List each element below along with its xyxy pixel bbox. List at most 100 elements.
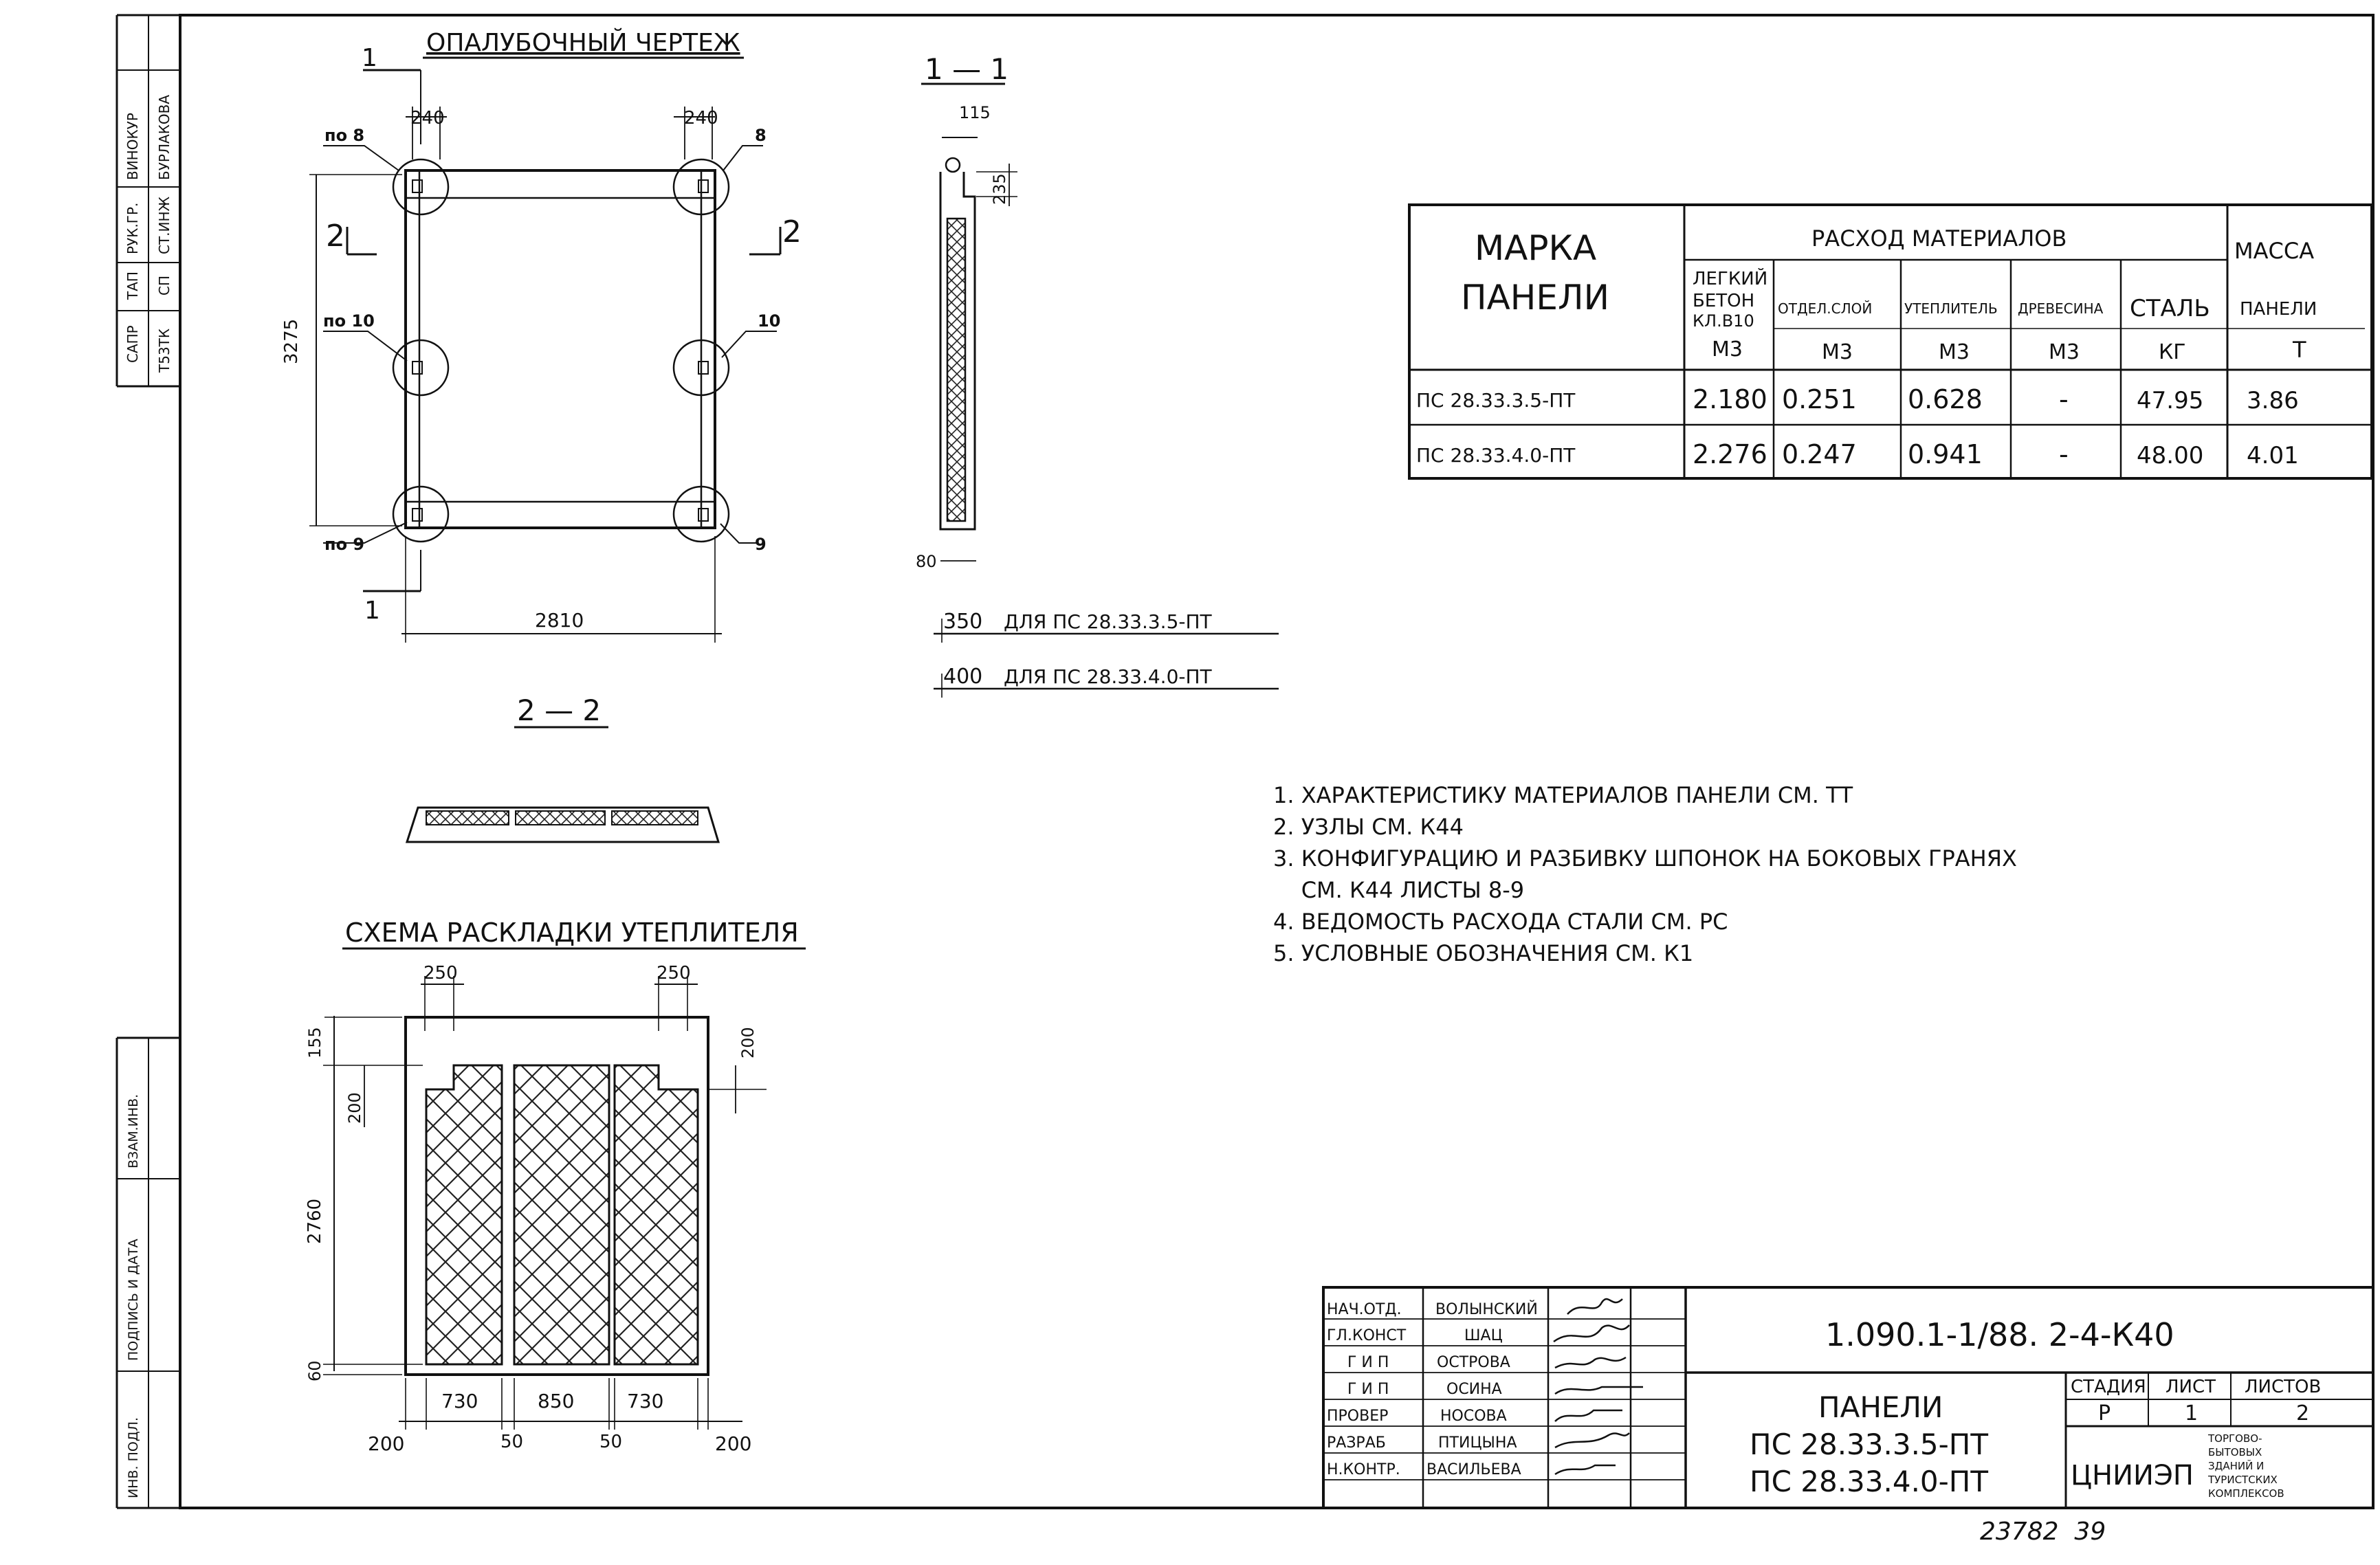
org-sub: ТОРГОВО-: [2207, 1432, 2262, 1445]
table-col-unit: М3: [2049, 340, 2080, 364]
doc-code: 1.090.1-1/88. 2-4-К40: [1825, 1316, 2174, 1353]
org-sub: КОМПЛЕКСОВ: [2208, 1487, 2284, 1500]
table-col-mass: ПАНЕЛИ: [2240, 299, 2317, 320]
sheet-value: 1: [2185, 1401, 2198, 1425]
table-col-name: БЕТОН: [1693, 291, 1754, 311]
strip-label: ТАП: [124, 271, 141, 300]
insulation-scheme: СХЕМА РАСКЛАДКИ УТЕПЛИТЕЛЯ: [323, 918, 806, 1430]
strip-label: ИНВ. ПОДЛ.: [126, 1417, 141, 1498]
staff-list: НАЧ.ОТД. ВОЛЫНСКИЙ ГЛ.КОНСТ ШАЦ Г И П ОС…: [1327, 1300, 1538, 1478]
materials-table: МАРКА ПАНЕЛИ РАСХОД МАТЕРИАЛОВ МАССА ПАН…: [1408, 203, 2373, 480]
doc-title: ПС 28.33.3.5-ПТ: [1750, 1428, 1988, 1461]
sheet-frame: [115, 14, 2375, 1509]
dim-60: 60: [305, 1360, 324, 1381]
table-cell-brand: ПС 28.33.4.0-ПТ: [1416, 444, 1576, 467]
staff-role: Н.КОНТР.: [1327, 1461, 1400, 1478]
section-22-title: 2 — 2: [517, 693, 601, 727]
formwork-drawing: ОПАЛУБОЧНЫЙ ЧЕРТЕЖ: [309, 28, 782, 643]
table-col-brand: МАРКА: [1475, 228, 1596, 268]
signature-mark: [1553, 1324, 1630, 1343]
table-cell: 0.247: [1782, 439, 1857, 469]
table-cell-brand: ПС 28.33.3.5-ПТ: [1416, 389, 1576, 412]
table-col-name: ОТДЕЛ.СЛОЙ: [1778, 300, 1872, 317]
left-strip-top: САПР Т53ТК ТАП СП РУК.ГР. СТ.ИНЖ ВИНОКУР…: [124, 95, 173, 373]
dim-350: 350: [943, 610, 982, 634]
dim-50-right: 50: [599, 1432, 622, 1452]
dim-730-right: 730: [627, 1390, 663, 1412]
callout-po10: по 10: [323, 311, 375, 331]
dim-200-right: 200: [738, 1027, 758, 1058]
staff-name: ПТИЦЫНА: [1438, 1434, 1517, 1452]
note-item: 2. УЗЛЫ СМ. К44: [1273, 814, 1464, 840]
dim-240-left: 240: [410, 108, 445, 129]
callout-10: 10: [758, 311, 780, 331]
staff-name: ШАЦ: [1464, 1327, 1503, 1344]
signature-mark: [1554, 1386, 1643, 1395]
strip-label: СТ.ИНЖ: [156, 196, 173, 254]
left-strip-bottom: ВЗАМ.ИНВ. ПОДПИСЬ И ДАТА ИНВ. ПОДЛ.: [126, 1094, 141, 1498]
dim-200-left: 200: [345, 1092, 364, 1124]
table-cell: -: [2059, 384, 2069, 414]
signature-mark: [1554, 1432, 1630, 1449]
section-2-right: 2: [782, 214, 802, 249]
insulation-labels: 250 250 155 200 200 2760 60 730 850 730 …: [305, 963, 758, 1455]
dim-250-right: 250: [657, 963, 691, 984]
table-cell: 2.180: [1693, 384, 1767, 414]
staff-role: ГЛ.КОНСТ: [1327, 1327, 1407, 1344]
callout-8: 8: [755, 126, 767, 145]
insulation-title: СХЕМА РАСКЛАДКИ УТЕПЛИТЕЛЯ: [345, 918, 799, 948]
staff-name: НОСОВА: [1440, 1408, 1507, 1425]
staff-role: ПРОВЕР: [1327, 1408, 1388, 1425]
table-cell: 0.941: [1908, 439, 1983, 469]
section-1-bottom: 1: [364, 597, 380, 625]
sheet-label: ЛИСТ: [2166, 1377, 2216, 1397]
doc-title: ПАНЕЛИ: [1818, 1390, 1943, 1424]
notes: 1. ХАРАКТЕРИСТИКУ МАТЕРИАЛОВ ПАНЕЛИ СМ. …: [1273, 782, 2017, 966]
callout-9: 9: [755, 535, 767, 554]
note-item: 5. УСЛОВНЫЕ ОБОЗНАЧЕНИЯ СМ. К1: [1273, 940, 1693, 966]
dim-400: 400: [943, 665, 982, 689]
formwork-title: ОПАЛУБОЧНЫЙ ЧЕРТЕЖ: [426, 28, 740, 57]
dim-115: 115: [959, 103, 991, 122]
note-item: СМ. К44 ЛИСТЫ 8-9: [1273, 877, 1524, 903]
table-cell: 48.00: [2137, 442, 2203, 469]
table-col-mass: Т: [2292, 337, 2306, 363]
dim-240-right: 240: [684, 108, 718, 129]
dim-850: 850: [538, 1390, 574, 1412]
formwork-labels: 240 240 3275 2810 по 8 8 по 10 10 по 9 9…: [281, 44, 802, 632]
note-item: 3. КОНФИГУРАЦИЮ И РАЗБИВКУ ШПОНОК НА БОК…: [1273, 845, 2017, 872]
table-col-name: КЛ.В10: [1693, 311, 1754, 331]
table-row: ПС 28.33.3.5-ПТ 2.180 0.251 0.628 - 47.9…: [1416, 384, 2299, 414]
doc-title: ПС 28.33.4.0-ПТ: [1750, 1465, 1988, 1498]
staff-name: ВОЛЫНСКИЙ: [1435, 1300, 1538, 1318]
table-col-mass: МАССА: [2234, 238, 2314, 264]
signatures: [1553, 1298, 1643, 1476]
strip-label: Т53ТК: [156, 329, 173, 373]
section-11-title: 1 — 1: [925, 52, 1009, 86]
strip-label: ПОДПИСЬ И ДАТА: [126, 1239, 141, 1361]
signature-mark: [1554, 1409, 1622, 1422]
section-1-top: 1: [362, 44, 377, 72]
strip-label: РУК.ГР.: [124, 203, 141, 254]
note-350: ДЛЯ ПС 28.33.3.5-ПТ: [1004, 610, 1213, 633]
staff-name: ОСТРОВА: [1437, 1354, 1510, 1371]
note-item: 4. ВЕДОМОСТЬ РАСХОДА СТАЛИ СМ. РС: [1273, 909, 1728, 935]
table-group-header: РАСХОД МАТЕРИАЛОВ: [1811, 225, 2067, 252]
dim-2760: 2760: [305, 1199, 325, 1244]
table-col-name: СТАЛЬ: [2130, 295, 2210, 322]
section-1-1: 1 — 1: [921, 52, 1279, 698]
strip-label: ВЗАМ.ИНВ.: [126, 1094, 141, 1168]
table-cell: 3.86: [2247, 387, 2299, 414]
org-sub: БЫТОВЫХ: [2208, 1446, 2262, 1458]
staff-name: ВАСИЛЬЕВА: [1426, 1461, 1521, 1478]
section-2-left: 2: [326, 219, 345, 254]
dim-200-bl: 200: [368, 1432, 404, 1455]
dim-730-left: 730: [441, 1390, 478, 1412]
staff-name: ОСИНА: [1446, 1381, 1502, 1398]
dim-155: 155: [305, 1027, 324, 1058]
strip-label: ВИНОКУР: [124, 113, 141, 180]
org-sub: ТУРИСТСКИХ: [2207, 1474, 2278, 1486]
note-400: ДЛЯ ПС 28.33.4.0-ПТ: [1004, 665, 1213, 688]
stage-value: Р: [2098, 1401, 2111, 1425]
